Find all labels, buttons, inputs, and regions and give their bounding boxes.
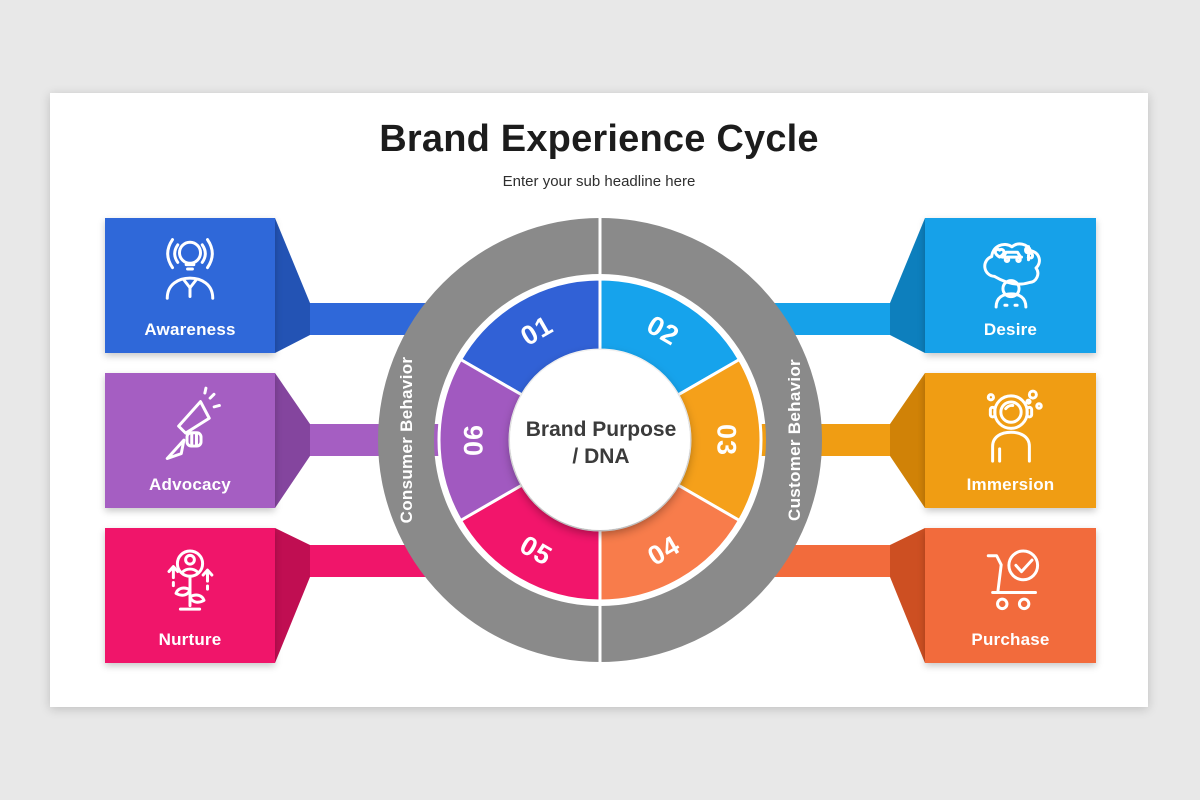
awareness-icon: [165, 238, 215, 300]
center-circle: [510, 350, 690, 530]
stage-box-purchase: Purchase: [925, 528, 1096, 663]
stage-box-immersion: Immersion: [925, 373, 1096, 508]
fold-desire: [890, 218, 925, 353]
nurture-icon: [167, 549, 214, 611]
desire-icon: [982, 242, 1041, 309]
stage-label: Desire: [983, 320, 1038, 339]
advocacy-icon: [165, 386, 221, 460]
wheel-segment-number-03: 03: [711, 424, 741, 456]
immersion-icon: [986, 389, 1043, 463]
fold-advocacy: [275, 373, 310, 508]
stage-label: Immersion: [966, 475, 1055, 494]
center-label-line2: / DNA: [572, 445, 629, 468]
stage-label: Awareness: [144, 320, 236, 339]
center-label-line1: Brand Purpose: [526, 418, 677, 441]
fold-nurture: [275, 528, 310, 663]
stage-label: Advocacy: [149, 475, 231, 494]
stage-box-nurture: Nurture: [105, 528, 275, 663]
ring-divider-top: [598, 215, 602, 277]
stage-box-advocacy: Advocacy: [105, 373, 275, 508]
ring-label-customer-behavior: Customer Behavior: [785, 359, 804, 521]
stage-box-desire: Desire: [925, 218, 1096, 353]
ring-divider-bottom: [598, 603, 602, 665]
fold-immersion: [890, 373, 925, 508]
slide-title: Brand Experience Cycle: [379, 118, 819, 160]
slide-subtitle: Enter your sub headline here: [502, 173, 696, 190]
stage-label: Nurture: [158, 630, 222, 649]
stage-label: Purchase: [971, 630, 1050, 649]
wheel-segment-number-06: 06: [459, 424, 489, 456]
fold-awareness: [275, 218, 310, 353]
ring-label-consumer-behavior: Consumer Behavior: [397, 357, 416, 524]
purchase-icon: [986, 549, 1039, 611]
stage-box-awareness: Awareness: [105, 218, 275, 353]
fold-purchase: [890, 528, 925, 663]
